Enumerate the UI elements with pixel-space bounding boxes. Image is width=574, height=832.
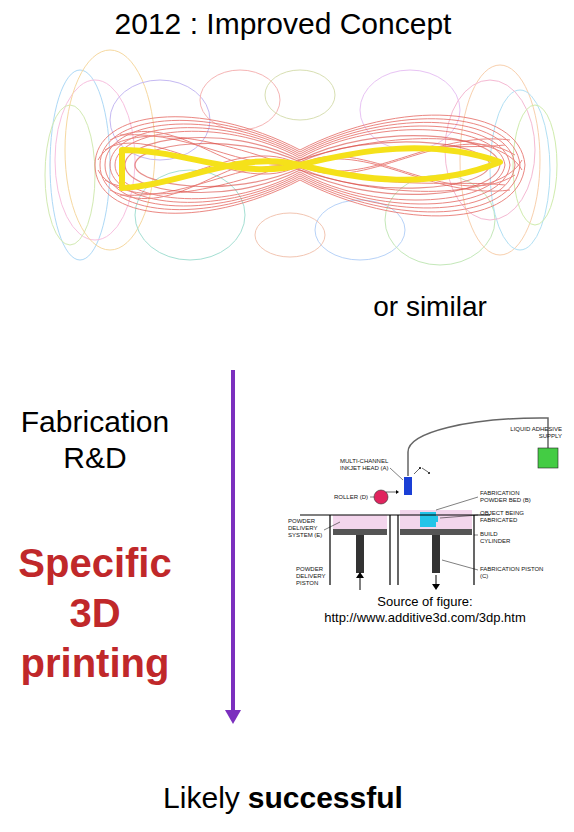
part-label: ROLLER (D): [334, 494, 370, 501]
source-url: http://www.additive3d.com/3dp.htm: [280, 610, 570, 625]
result-word: Likely: [163, 780, 240, 816]
source-note: Source of figure:: [280, 594, 570, 609]
arrow-head: [225, 710, 241, 724]
part-label: POWDER DELIVERY PISTON: [296, 566, 346, 587]
field-loops: [45, 50, 557, 265]
part-label: FABRICATION PISTON (C): [480, 566, 546, 580]
stage-label: Fabrication R&D: [10, 404, 180, 476]
part-label: BUILD CYLINDER: [480, 531, 520, 545]
part-label: LIQUID ADHESIVE SUPPLY: [492, 426, 562, 440]
flow-arrow: [231, 370, 235, 712]
plasma-surface: [95, 115, 525, 216]
result-line: Likelysuccessful: [0, 780, 570, 816]
part-label: POWDER DELIVERY SYSTEM (E): [288, 518, 324, 539]
part-label: FABRICATION POWDER BED (B): [480, 490, 540, 504]
result-word: successful: [248, 780, 403, 816]
printer-schematic: [300, 418, 558, 590]
method-label: Specific 3D printing: [5, 538, 185, 688]
caption-note: or similar: [330, 290, 530, 324]
coil-curve: [122, 148, 500, 188]
part-label: OBJECT BEING FABRICATED: [480, 510, 542, 524]
title: 2012 : Improved Concept: [0, 6, 570, 42]
part-label: MULTI-CHANNEL INKJET HEAD (A): [340, 458, 392, 472]
